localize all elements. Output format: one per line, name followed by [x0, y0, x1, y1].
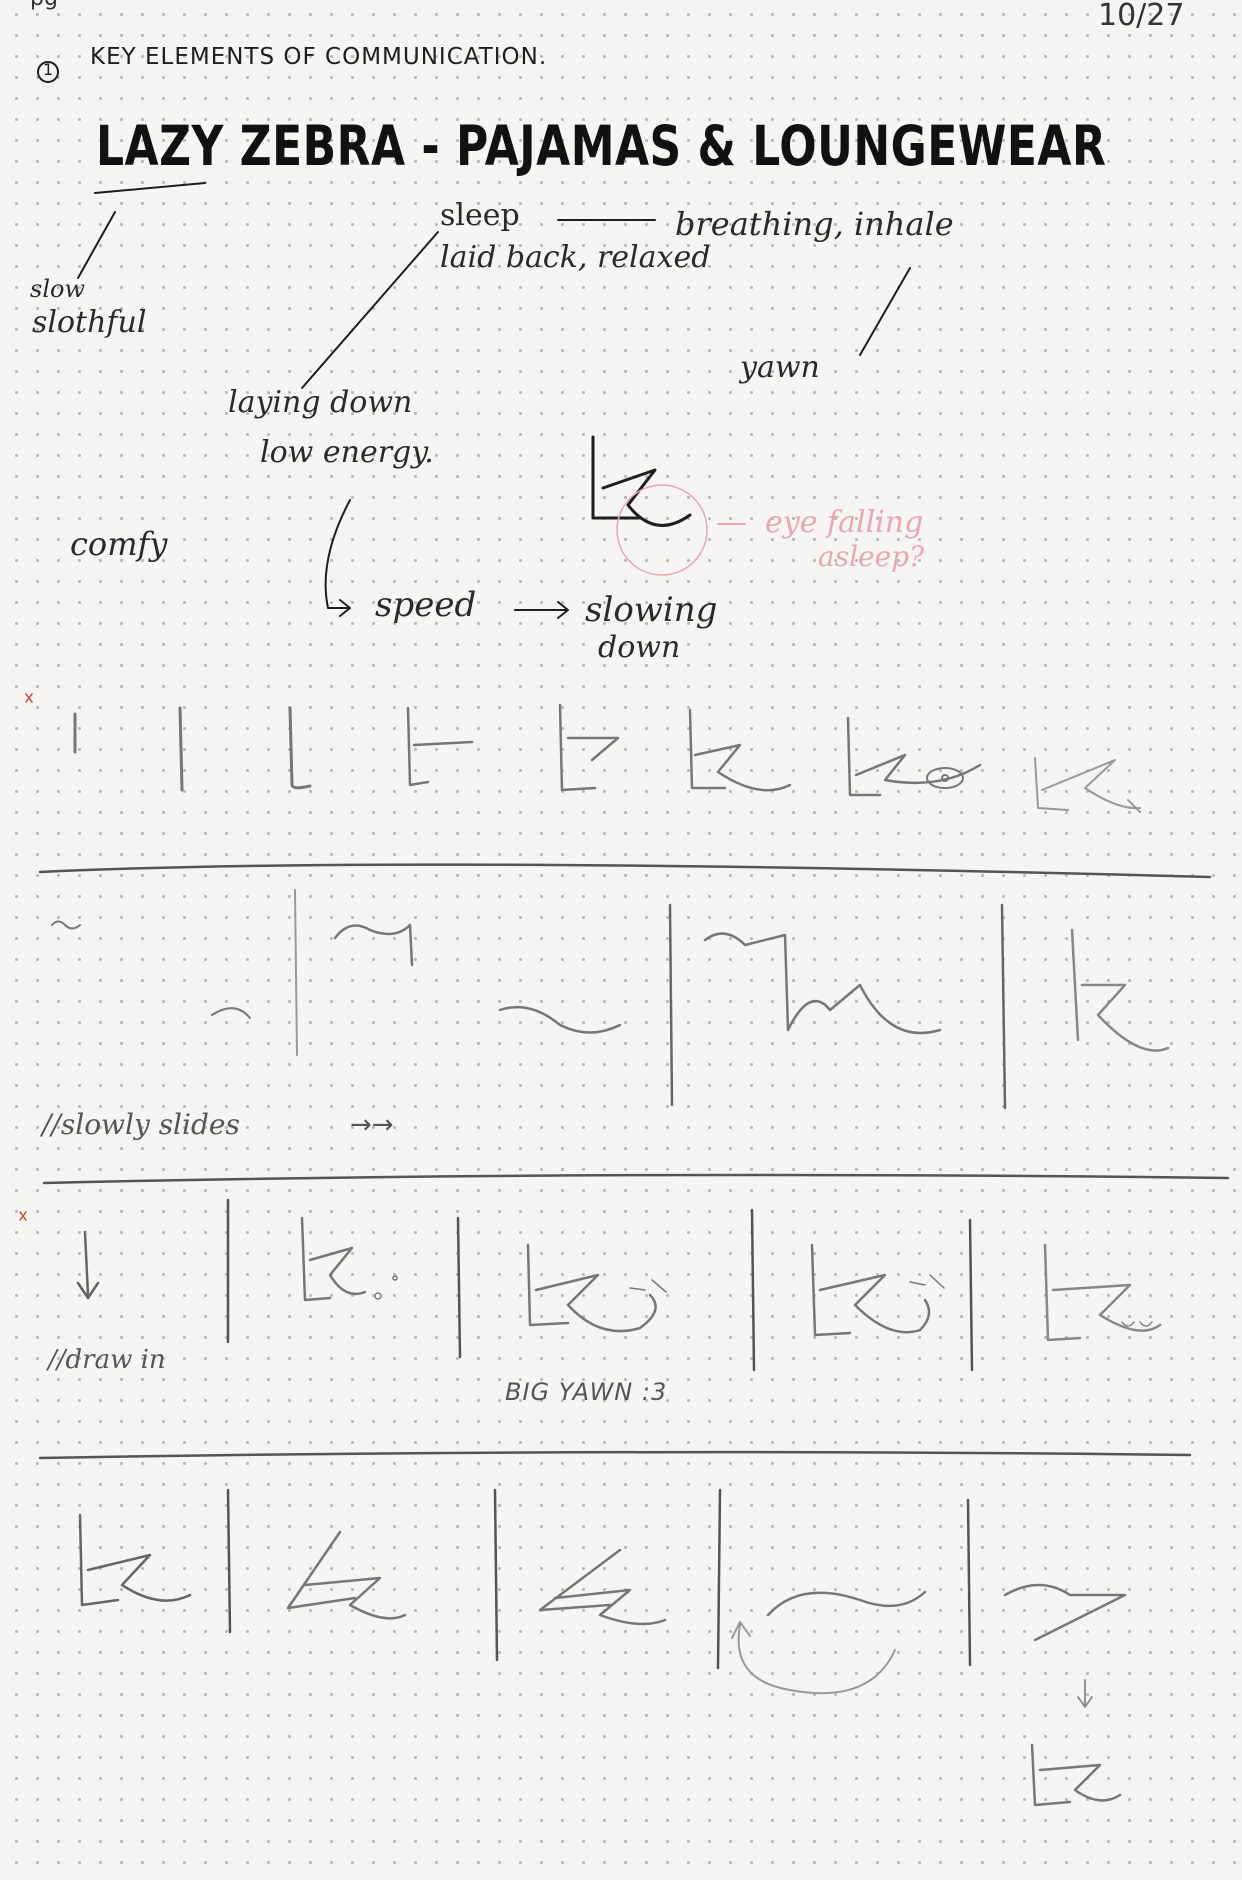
- connector-yawn: [859, 267, 911, 356]
- r3-divider-3: [750, 1208, 756, 1372]
- word-yawn: yawn: [740, 350, 820, 385]
- r3-face-4: [1121, 1321, 1153, 1327]
- separator-3: [38, 1450, 1192, 1460]
- corner-mark: pg: [30, 0, 58, 11]
- word-slowing: slowing: [585, 590, 718, 630]
- word-sleep: sleep: [440, 198, 520, 233]
- r3-sketch-1: [300, 1216, 367, 1302]
- r3-divider-2: [456, 1216, 462, 1359]
- slides-arrow: →→: [350, 1110, 394, 1140]
- eye-pupil-icon: [941, 774, 949, 782]
- r4-curve-arrow: [731, 1621, 896, 1695]
- label-draw-in: //draw in: [48, 1345, 166, 1375]
- main-title: LAZY ZEBRA - PAJAMAS & LOUNGEWEAR: [96, 115, 1107, 179]
- annotation-asleep: asleep?: [818, 540, 925, 573]
- r1-sketch-3: [288, 706, 312, 790]
- r2-sketch-a: [211, 1007, 251, 1019]
- r3-eyes-2: [629, 1279, 667, 1293]
- r2-tilde: [51, 920, 81, 930]
- word-slow: slow: [30, 275, 85, 303]
- down-arrow-icon: [76, 1230, 100, 1300]
- r1-sketch-8: [1034, 757, 1141, 813]
- section-number: 1: [43, 60, 54, 79]
- r3-eyes-3: [909, 1274, 945, 1289]
- r3-sketch-3: [810, 1243, 931, 1337]
- r2-sketch-c: [498, 1005, 622, 1034]
- r4-sketch-4: [766, 1590, 927, 1617]
- margin-mark-1: [25, 693, 33, 703]
- connector-laying: [301, 231, 439, 389]
- r4-sketch-2: [286, 1530, 407, 1620]
- connector-speed-arrow: [324, 499, 351, 617]
- r4-down-arrow-icon: [1077, 1679, 1093, 1708]
- r1-sketch-6: [688, 708, 792, 792]
- word-comfy: comfy: [70, 525, 168, 563]
- annotation-eye-falling: eye falling: [765, 505, 924, 540]
- r4-divider-3: [716, 1488, 722, 1670]
- r4-divider-4: [966, 1498, 972, 1667]
- r1-sketch-5: [558, 703, 620, 792]
- r2-divider-2: [668, 903, 674, 1107]
- section-number-circle: [37, 61, 59, 83]
- r4-sketch-5: [1003, 1583, 1127, 1642]
- word-low-energy: low energy.: [260, 435, 434, 470]
- arrow-speed-slowing: [514, 601, 569, 619]
- center-logo-glyph: [591, 435, 692, 527]
- r2-divider-1: [294, 889, 298, 1056]
- r1-sketch-2: [178, 706, 184, 792]
- r4-divider-1: [226, 1488, 232, 1634]
- r4-sketch-3: [538, 1548, 667, 1626]
- connector-slow: [77, 211, 116, 279]
- r3-sketch-4: [1043, 1243, 1162, 1342]
- section-title: KEY ELEMENTS OF COMMUNICATION.: [90, 44, 548, 70]
- pink-circle-annotation: [616, 484, 708, 576]
- word-laid-back: laid back, relaxed: [440, 240, 711, 275]
- r2-sketch-d: [703, 932, 942, 1035]
- separator-2: [42, 1173, 1230, 1185]
- word-down: down: [598, 630, 681, 665]
- r3-divider-4: [968, 1218, 974, 1372]
- r4-sketch-6: [1030, 1743, 1122, 1807]
- r2-sketch-b: [333, 923, 414, 967]
- r1-sketch-4: [406, 706, 474, 787]
- label-slowly-slides: //slowly slides: [42, 1108, 240, 1141]
- r4-divider-2: [493, 1488, 499, 1662]
- word-laying-down: laying down: [228, 385, 413, 420]
- page-date: 10/27: [1098, 0, 1185, 33]
- r3-dot-b: [392, 1275, 398, 1281]
- separator-1: [38, 863, 1212, 879]
- r3-sketch-2: [526, 1243, 657, 1333]
- word-breathing: breathing, inhale: [675, 205, 954, 243]
- r3-dot-a: [374, 1292, 382, 1300]
- eye-icon: [926, 767, 964, 789]
- r4-sketch-1: [78, 1513, 192, 1607]
- word-speed: speed: [375, 585, 477, 625]
- margin-mark-2: [19, 1211, 27, 1221]
- title-underline: [94, 182, 206, 194]
- label-big-yawn: BIG YAWN :3: [505, 1378, 668, 1406]
- r2-divider-3: [1000, 903, 1007, 1110]
- r2-sketch-e: [1070, 928, 1170, 1052]
- word-slothful: slothful: [32, 305, 147, 340]
